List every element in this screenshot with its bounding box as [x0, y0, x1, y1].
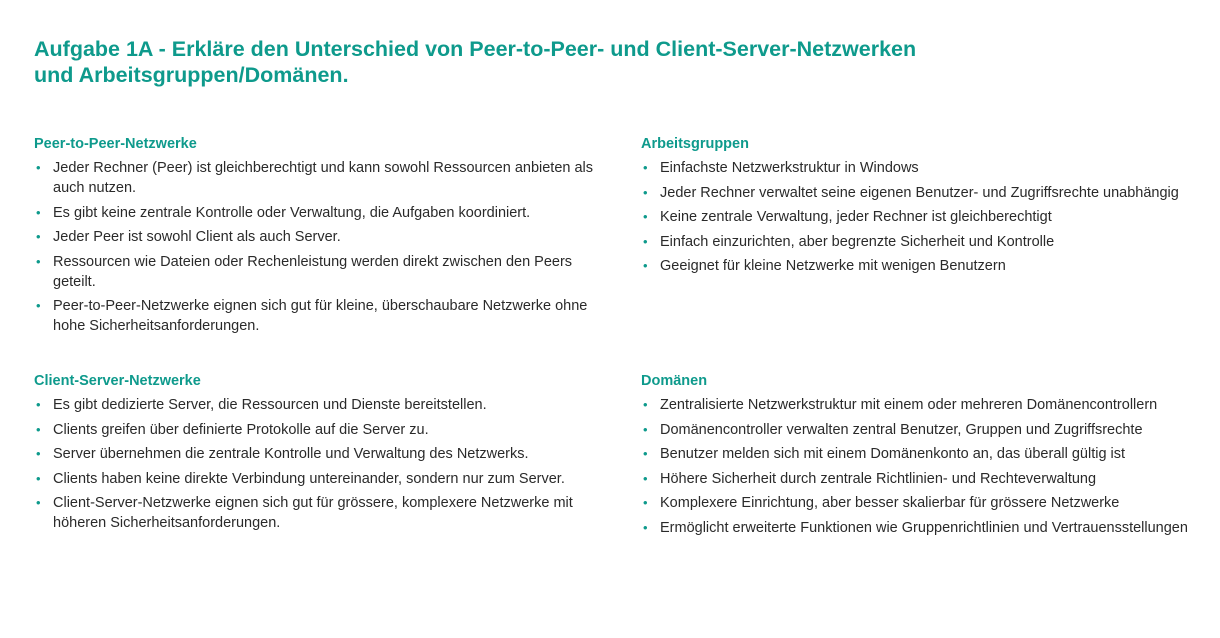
- list-item-text: Komplexere Einrichtung, aber besser skal…: [660, 495, 1120, 511]
- list-item-text: Geeignet für kleine Netzwerke mit wenige…: [660, 258, 1006, 274]
- bullet-icon: •: [36, 397, 41, 412]
- page-title: Aufgabe 1A - Erkläre den Unterschied von…: [34, 36, 1134, 88]
- bullet-icon: •: [643, 421, 648, 437]
- bullet-icon: •: [643, 446, 648, 461]
- list-item: • Jeder Rechner (Peer) ist gleichberechti…: [34, 158, 604, 198]
- list-item: • Peer-to-Peer-Netzwerke eignen sich gut …: [34, 296, 604, 336]
- list-item-text: Einfachste Netzwerkstruktur in Windows: [660, 160, 919, 176]
- section-heading: Domänen: [641, 373, 708, 389]
- list-item: • Höhere Sicherheit durch zentrale Richtl…: [641, 469, 1211, 489]
- bullet-icon: •: [36, 229, 41, 244]
- list-item-text: Jeder Rechner (Peer) ist gleichberechtig…: [53, 160, 594, 196]
- bullet-icon: •: [643, 209, 648, 224]
- bullet-icon: •: [36, 204, 41, 220]
- list-item-text: Benutzer melden sich mit einem Domänenko…: [660, 446, 1126, 462]
- list-item: • Es gibt keine zentrale Kontrolle oder V…: [34, 203, 604, 223]
- section-client-server: Client-Server-Netzwerke • Es gibt dedizie…: [34, 371, 604, 538]
- bullet-icon: •: [643, 470, 648, 486]
- list-item: • Ressourcen wie Dateien oder Rechenleist…: [34, 252, 604, 292]
- list-item: • Es gibt dedizierte Server, die Ressourc…: [34, 395, 604, 415]
- bullet-icon: •: [36, 446, 41, 461]
- bullet-list: • Zentralisierte Netzwerkstruktur mit ein…: [641, 395, 1211, 538]
- list-item-text: Ermöglicht erweiterte Funktionen wie Gru…: [660, 519, 1188, 536]
- list-item-text: Domänencontroller verwalten zentral Benu…: [660, 421, 1143, 438]
- list-item-text: Keine zentrale Verwaltung, jeder Rechner…: [660, 209, 1052, 225]
- section-heading: Arbeitsgruppen: [641, 136, 749, 152]
- list-item: • Client-Server-Netzwerke eignen sich gut…: [34, 493, 604, 533]
- bullet-icon: •: [643, 495, 648, 510]
- list-item: • Jeder Peer ist sowohl Client als auch S…: [34, 227, 604, 247]
- section-domaenen: Domänen • Zentralisierte Netzwerkstruktur…: [641, 371, 1211, 542]
- list-item: • Benutzer melden sich mit einem Domänenk…: [641, 444, 1211, 464]
- list-item: • Ermöglicht erweiterte Funktionen wie Gr…: [641, 518, 1211, 538]
- bullet-icon: •: [36, 470, 41, 486]
- list-item-text: Jeder Rechner verwaltet seine eigenen Be…: [660, 184, 1179, 201]
- list-item-text: Einfach einzurichten, aber begrenzte Sic…: [660, 233, 1055, 250]
- section-peer-to-peer: Peer-to-Peer-Netzwerke • Jeder Rechner (P…: [34, 134, 604, 341]
- section-arbeitsgruppen: Arbeitsgruppen • Einfachste Netzwerkstruk…: [641, 134, 1201, 281]
- bullet-icon: •: [643, 397, 648, 412]
- list-item-text: Peer-to-Peer-Netzwerke eignen sich gut f…: [53, 298, 588, 334]
- list-item-text: Clients haben keine direkte Verbindung u…: [53, 470, 565, 487]
- bullet-icon: •: [643, 184, 648, 200]
- list-item: • Geeignet für kleine Netzwerke mit wenig…: [641, 256, 1201, 276]
- bullet-list: • Jeder Rechner (Peer) ist gleichberechti…: [34, 158, 604, 336]
- bullet-icon: •: [643, 258, 648, 273]
- bullet-icon: •: [36, 253, 41, 269]
- bullet-icon: •: [36, 160, 41, 175]
- list-item: • Server übernehmen die zentrale Kontroll…: [34, 444, 604, 464]
- list-item: • Komplexere Einrichtung, aber besser ska…: [641, 493, 1211, 513]
- list-item-text: Clients greifen über definierte Protokol…: [53, 421, 429, 438]
- section-heading: Peer-to-Peer-Netzwerke: [34, 136, 197, 152]
- bullet-icon: •: [643, 233, 648, 249]
- list-item: • Einfach einzurichten, aber begrenzte Si…: [641, 232, 1201, 252]
- list-item-text: Jeder Peer ist sowohl Client als auch Se…: [53, 229, 341, 245]
- list-item: • Clients haben keine direkte Verbindung …: [34, 469, 604, 489]
- list-item-text: Es gibt keine zentrale Kontrolle oder Ve…: [53, 204, 531, 221]
- list-item: • Clients greifen über definierte Protoko…: [34, 420, 604, 440]
- list-item-text: Es gibt dedizierte Server, die Ressource…: [53, 397, 487, 413]
- list-item: • Einfachste Netzwerkstruktur in Windows: [641, 158, 1201, 178]
- section-heading: Client-Server-Netzwerke: [34, 373, 201, 389]
- list-item-text: Server übernehmen die zentrale Kontrolle…: [53, 446, 529, 462]
- bullet-icon: •: [36, 298, 41, 313]
- list-item-text: Client-Server-Netzwerke eignen sich gut …: [53, 495, 573, 531]
- list-item: • Jeder Rechner verwaltet seine eigenen B…: [641, 183, 1201, 203]
- list-item-text: Höhere Sicherheit durch zentrale Richtli…: [660, 470, 1097, 487]
- list-item-text: Zentralisierte Netzwerkstruktur mit eine…: [660, 397, 1158, 413]
- list-item: • Domänencontroller verwalten zentral Ben…: [641, 420, 1211, 440]
- bullet-list: •Einfachste Netzwerkstruktur in Windows …: [641, 158, 1201, 276]
- title-line-1: Aufgabe 1A - Erkläre den Unterschied von…: [34, 37, 917, 61]
- list-item: • Keine zentrale Verwaltung, jeder Rechne…: [641, 207, 1201, 227]
- bullet-icon: •: [36, 421, 41, 437]
- list-item-text: Ressourcen wie Dateien oder Rechenleistu…: [53, 253, 573, 290]
- bullet-icon: •: [36, 495, 41, 510]
- bullet-icon: •: [643, 519, 648, 535]
- title-line-2: und Arbeitsgruppen/Domänen.: [34, 63, 349, 87]
- bullet-list: • Es gibt dedizierte Server, die Ressourc…: [34, 395, 604, 533]
- bullet-icon: •: [643, 160, 648, 175]
- list-item: • Zentralisierte Netzwerkstruktur mit ein…: [641, 395, 1211, 415]
